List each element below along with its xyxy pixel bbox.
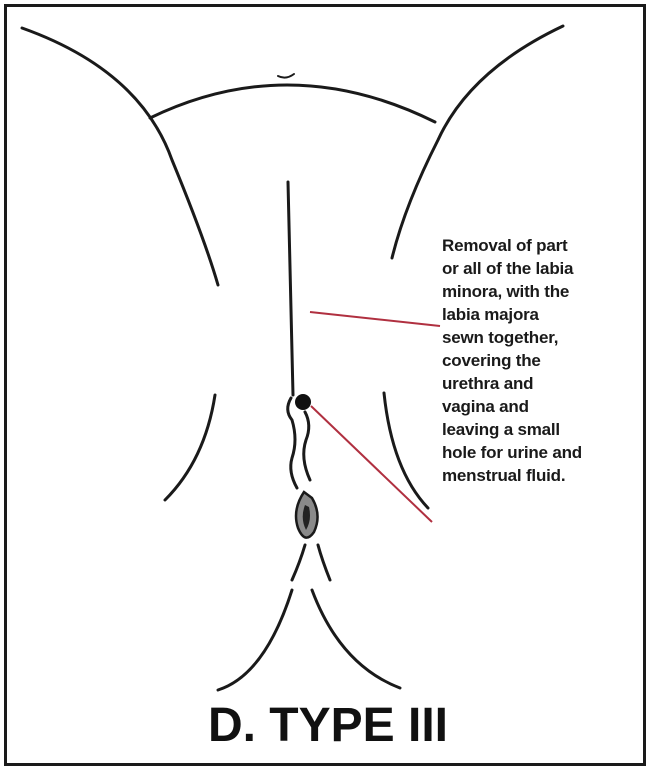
annotation-text: Removal of part or all of the labia mino… (442, 234, 652, 487)
navel-mark (278, 74, 294, 78)
left-buttock-curve (218, 590, 292, 690)
right-buttock-curve (312, 590, 400, 688)
right-thigh-curve (392, 26, 563, 258)
abdomen-arc (150, 85, 435, 122)
diagram-caption: D. TYPE III (0, 698, 656, 754)
fused-left-edge (288, 398, 297, 488)
right-labia-curve (384, 393, 428, 508)
lower-left-stroke (292, 545, 305, 580)
fused-right-edge (304, 412, 310, 480)
pointer-line-upper (310, 312, 440, 326)
lower-right-stroke (318, 545, 330, 580)
midline (288, 182, 293, 395)
pointer-line-lower (311, 406, 432, 522)
left-thigh-curve (22, 28, 218, 285)
vaginal-opening-shape (296, 492, 318, 538)
urine-hole-dot (295, 394, 311, 410)
left-labia-curve (165, 395, 215, 500)
